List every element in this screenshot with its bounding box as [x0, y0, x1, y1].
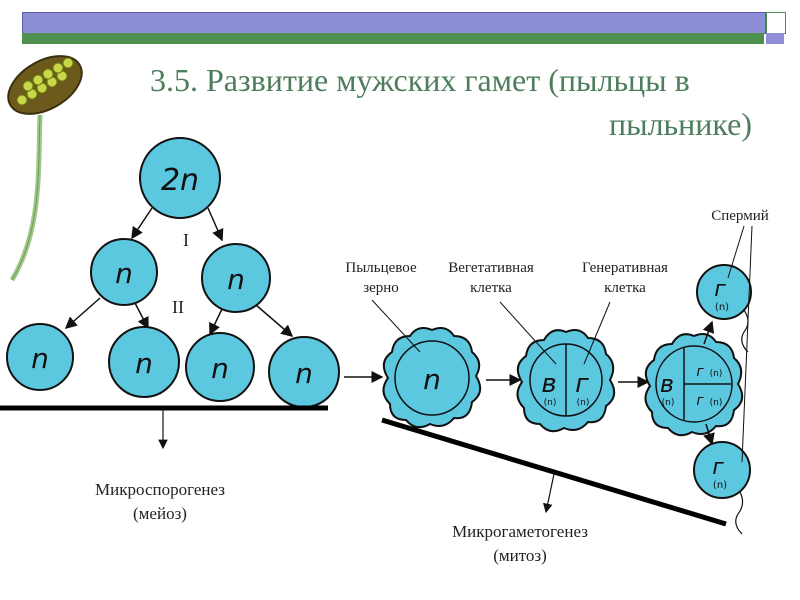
sperm-cell-bottom: г (n): [693, 441, 751, 535]
meiosis-stage-2: II: [172, 297, 184, 317]
svg-text:n: n: [227, 263, 245, 296]
svg-text:n: n: [423, 363, 441, 396]
svg-text:в: в: [541, 369, 556, 399]
pollen-grain: n: [382, 327, 482, 429]
svg-text:(n): (n): [715, 302, 729, 313]
svg-text:(n): (n): [577, 398, 590, 408]
page-title-line2: пыльнике): [608, 106, 752, 142]
svg-text:n: n: [135, 347, 153, 380]
meiosis-stage-1: I: [183, 230, 189, 250]
three-cell-pollen: в (n) г (n) г (n): [644, 333, 744, 437]
page-title-line1: 3.5. Развитие мужских гамет (пыльцы в: [150, 62, 690, 98]
svg-text:г: г: [575, 369, 589, 399]
svg-text:n: n: [115, 257, 133, 290]
svg-text:n: n: [31, 342, 49, 375]
vegetative-cell-label: Вегетативная клетка: [448, 260, 534, 296]
microgametogenesis-label: Микрогаметогенез (митоз): [452, 522, 588, 565]
sperm-cell-top: г (n): [696, 264, 752, 353]
tetrad-cells: n n n n: [6, 323, 340, 408]
svg-text:г: г: [696, 393, 704, 409]
svg-text:г: г: [696, 364, 704, 380]
haploid-cell-2: [201, 243, 271, 313]
diploid-cell: [139, 137, 221, 219]
svg-text:г: г: [714, 277, 726, 302]
microgametogenesis-bar: [381, 417, 727, 527]
svg-text:в: в: [660, 370, 674, 398]
svg-text:(n): (n): [710, 369, 723, 379]
diploid-cell-label: 2n: [161, 163, 199, 198]
stamen-illustration: [7, 55, 83, 282]
microsporogenesis-label: Микроспорогенез (мейоз): [95, 480, 225, 523]
header-corner-box-bottom: [766, 33, 784, 44]
svg-text:(n): (n): [713, 480, 727, 491]
generative-cell-label: Генеративная клетка: [582, 260, 668, 296]
svg-text:n: n: [295, 357, 313, 390]
svg-text:(n): (n): [544, 398, 557, 408]
pollen-grain-pointer: [371, 299, 421, 353]
header-band-bottom: [22, 33, 764, 44]
pollen-grain-label: Пыльцевое зерно: [345, 260, 417, 296]
svg-text:(n): (n): [662, 398, 675, 408]
svg-text:n: n: [211, 352, 229, 385]
svg-text:(n): (n): [710, 398, 723, 408]
haploid-cell-1: [90, 238, 158, 306]
svg-text:г: г: [712, 455, 724, 480]
sperm-label: Спермий: [711, 208, 769, 224]
two-cell-pollen: в г (n) (n): [516, 329, 616, 433]
